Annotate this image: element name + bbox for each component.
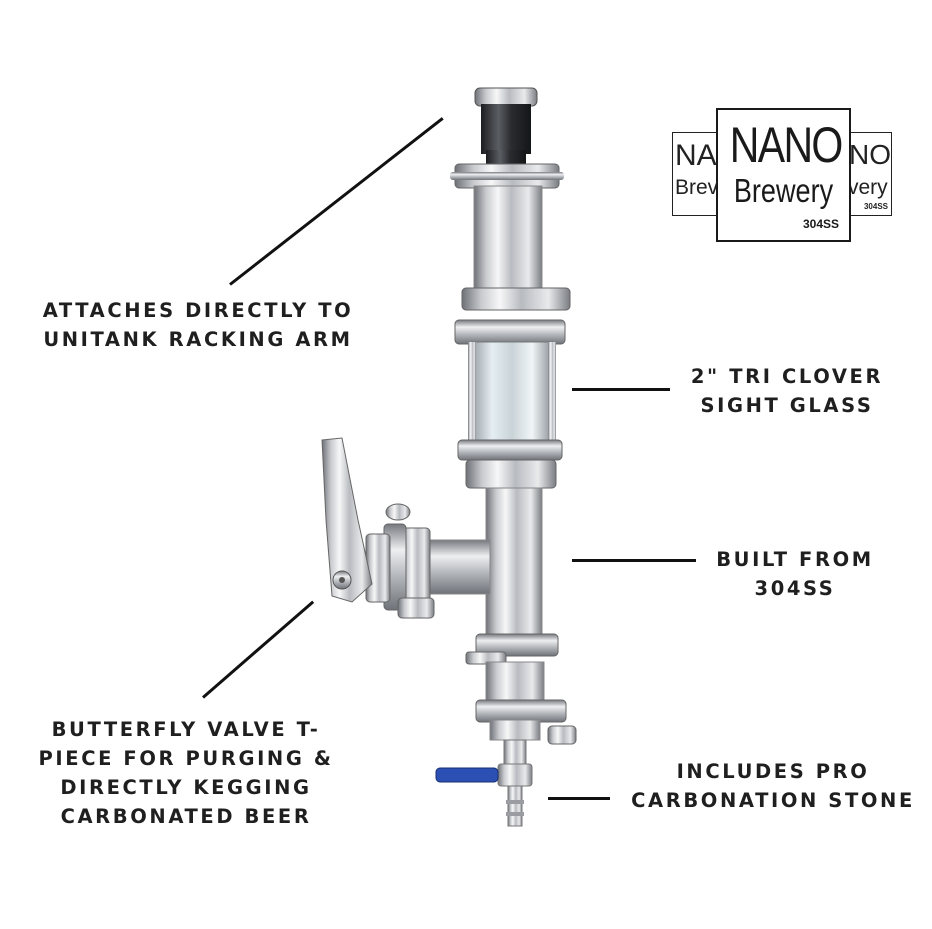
logo-right-text-top: NO	[849, 139, 891, 170]
stone-line2: CARBONATION STONE	[631, 789, 915, 812]
material-line1: BUILT FROM	[716, 548, 874, 571]
sight-glass-line1: 2" TRI CLOVER	[690, 365, 884, 388]
stone-callout: INCLUDES PRO CARBONATION STONE	[622, 757, 924, 815]
logo-right-material: 304SS	[863, 202, 888, 211]
carbonation-stone-valve	[435, 739, 533, 827]
butterfly-line3: DIRECTLY KEGGING	[60, 776, 312, 799]
sight-glass	[468, 341, 556, 443]
butterfly-line4: CARBONATED BEER	[60, 805, 312, 828]
butterfly-line1: BUTTERFLY VALVE T-	[51, 718, 321, 741]
racking-arm-callout: ATTACHES DIRECTLY TO UNITANK RACKING ARM	[28, 296, 368, 354]
blue-valve-handle	[435, 767, 499, 783]
logo-left-text-bottom: Brev	[675, 176, 719, 199]
logo-right-text-bottom: very	[848, 176, 888, 199]
logo-left-tile: NA Brev	[672, 132, 720, 216]
stone-leader-line	[548, 797, 610, 800]
material-leader-line	[572, 559, 696, 562]
lower-clamp	[465, 633, 577, 745]
logo-left-text-top: NA	[675, 139, 717, 172]
upper-tube	[473, 185, 543, 291]
sight-glass-line2: SIGHT GLASS	[700, 394, 874, 417]
sight-glass-callout: 2" TRI CLOVER SIGHT GLASS	[682, 362, 892, 420]
top-clamp	[450, 163, 564, 189]
nano-brewery-logo: NANO Brewery 304SS	[716, 108, 851, 242]
sight-glass-leader-line	[572, 388, 670, 391]
t-piece-body	[485, 487, 543, 637]
butterfly-valve-handle	[321, 437, 373, 603]
logo-right-tile: NO very 304SS	[846, 132, 892, 216]
butterfly-callout: BUTTERFLY VALVE T- PIECE FOR PURGING & D…	[26, 715, 346, 831]
stone-line1: INCLUDES PRO	[676, 760, 870, 783]
butterfly-line2: PIECE FOR PURGING &	[38, 747, 334, 770]
racking-arm-line2: UNITANK RACKING ARM	[43, 328, 353, 351]
t-piece-branch	[365, 503, 491, 619]
material-line2: 304SS	[754, 577, 836, 600]
logo-main-top: NANO	[729, 117, 844, 173]
material-callout: BUILT FROM 304SS	[700, 545, 890, 603]
racking-arm-line1: ATTACHES DIRECTLY TO	[42, 299, 354, 322]
logo-main-material: 304SS	[802, 217, 839, 231]
logo-main-bottom: Brewery	[733, 172, 834, 209]
top-cap	[474, 87, 538, 164]
sight-glass-top-clamp	[454, 287, 571, 345]
sight-glass-bottom-clamp	[457, 439, 563, 489]
